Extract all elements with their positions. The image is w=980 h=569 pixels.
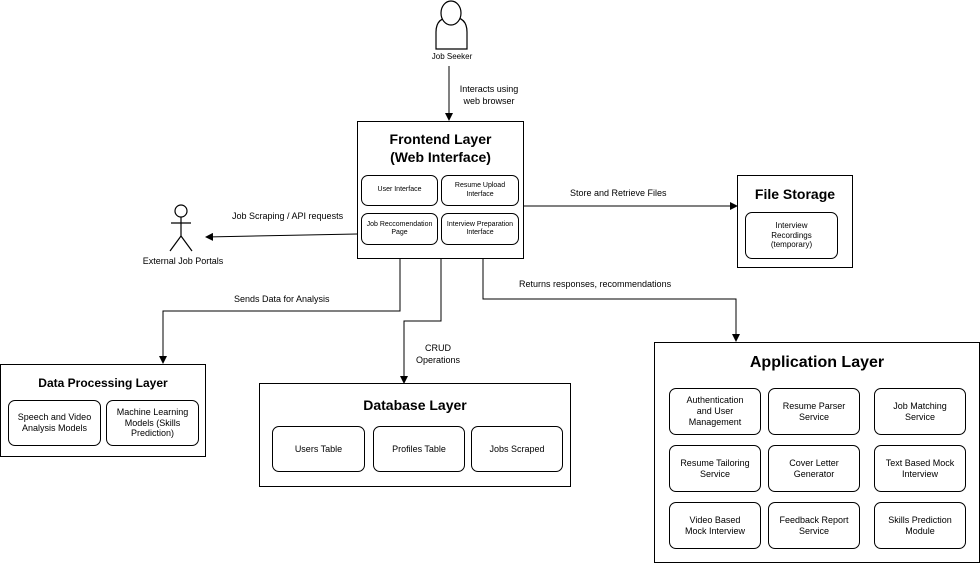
edge-label-interacts: Interacts using web browser (459, 84, 519, 106)
file-storage-item: Interview Recordings (temporary) (745, 212, 838, 259)
file-storage-title: File Storage (754, 186, 836, 202)
database-layer: Database Layer Users Table Profiles Tabl… (259, 383, 571, 487)
frontend-item: Job Reccomendation Page (361, 213, 438, 245)
frontend-item: Interview Preparation Interface (441, 213, 519, 245)
application-item: Cover Letter Generator (768, 445, 860, 492)
stick-figure-icon (169, 204, 193, 252)
database-item: Users Table (272, 426, 365, 472)
data-processing-layer: Data Processing Layer Speech and Video A… (0, 364, 206, 457)
user-icon (435, 0, 468, 50)
data-processing-title: Data Processing Layer (38, 376, 168, 390)
frontend-title: Frontend Layer (389, 131, 492, 147)
database-item: Jobs Scraped (471, 426, 563, 472)
edge-label-sends-data: Sends Data for Analysis (234, 294, 330, 304)
application-item: Text Based Mock Interview (874, 445, 966, 492)
external-portals-label: External Job Portals (142, 256, 224, 266)
data-processing-item: Speech and Video Analysis Models (8, 400, 101, 446)
edge-label-crud: CRUD Operations (415, 343, 461, 365)
file-storage: File Storage Interview Recordings (tempo… (737, 175, 853, 268)
frontend-subtitle: (Web Interface) (390, 149, 491, 165)
application-title: Application Layer (749, 354, 885, 371)
frontend-layer: Frontend Layer (Web Interface) User Inte… (357, 121, 524, 259)
edge-label-scraping: Job Scraping / API requests (232, 211, 344, 221)
edge-label-files: Store and Retrieve Files (570, 188, 667, 198)
job-seeker-label: Job Seeker (431, 52, 473, 61)
application-item: Job Matching Service (874, 388, 966, 435)
arrow-scraping (205, 232, 358, 241)
data-processing-item: Machine Learning Models (Skills Predicti… (106, 400, 199, 446)
arrow-sends-data (159, 259, 401, 364)
database-title: Database Layer (363, 397, 467, 413)
edge-label-returns: Returns responses, recommendations (519, 279, 672, 289)
application-item: Feedback Report Service (768, 502, 860, 549)
application-item: Authentication and User Management (669, 388, 761, 435)
application-item: Resume Parser Service (768, 388, 860, 435)
application-item: Skills Prediction Module (874, 502, 966, 549)
application-layer: Application Layer Authentication and Use… (654, 342, 980, 563)
application-item: Video Based Mock Interview (669, 502, 761, 549)
arrow-returns (482, 259, 740, 342)
database-item: Profiles Table (373, 426, 465, 472)
frontend-item: User Interface (361, 175, 438, 206)
frontend-item: Resume Upload Interface (441, 175, 519, 206)
arrow-crud (400, 259, 442, 384)
application-item: Resume Tailoring Service (669, 445, 761, 492)
